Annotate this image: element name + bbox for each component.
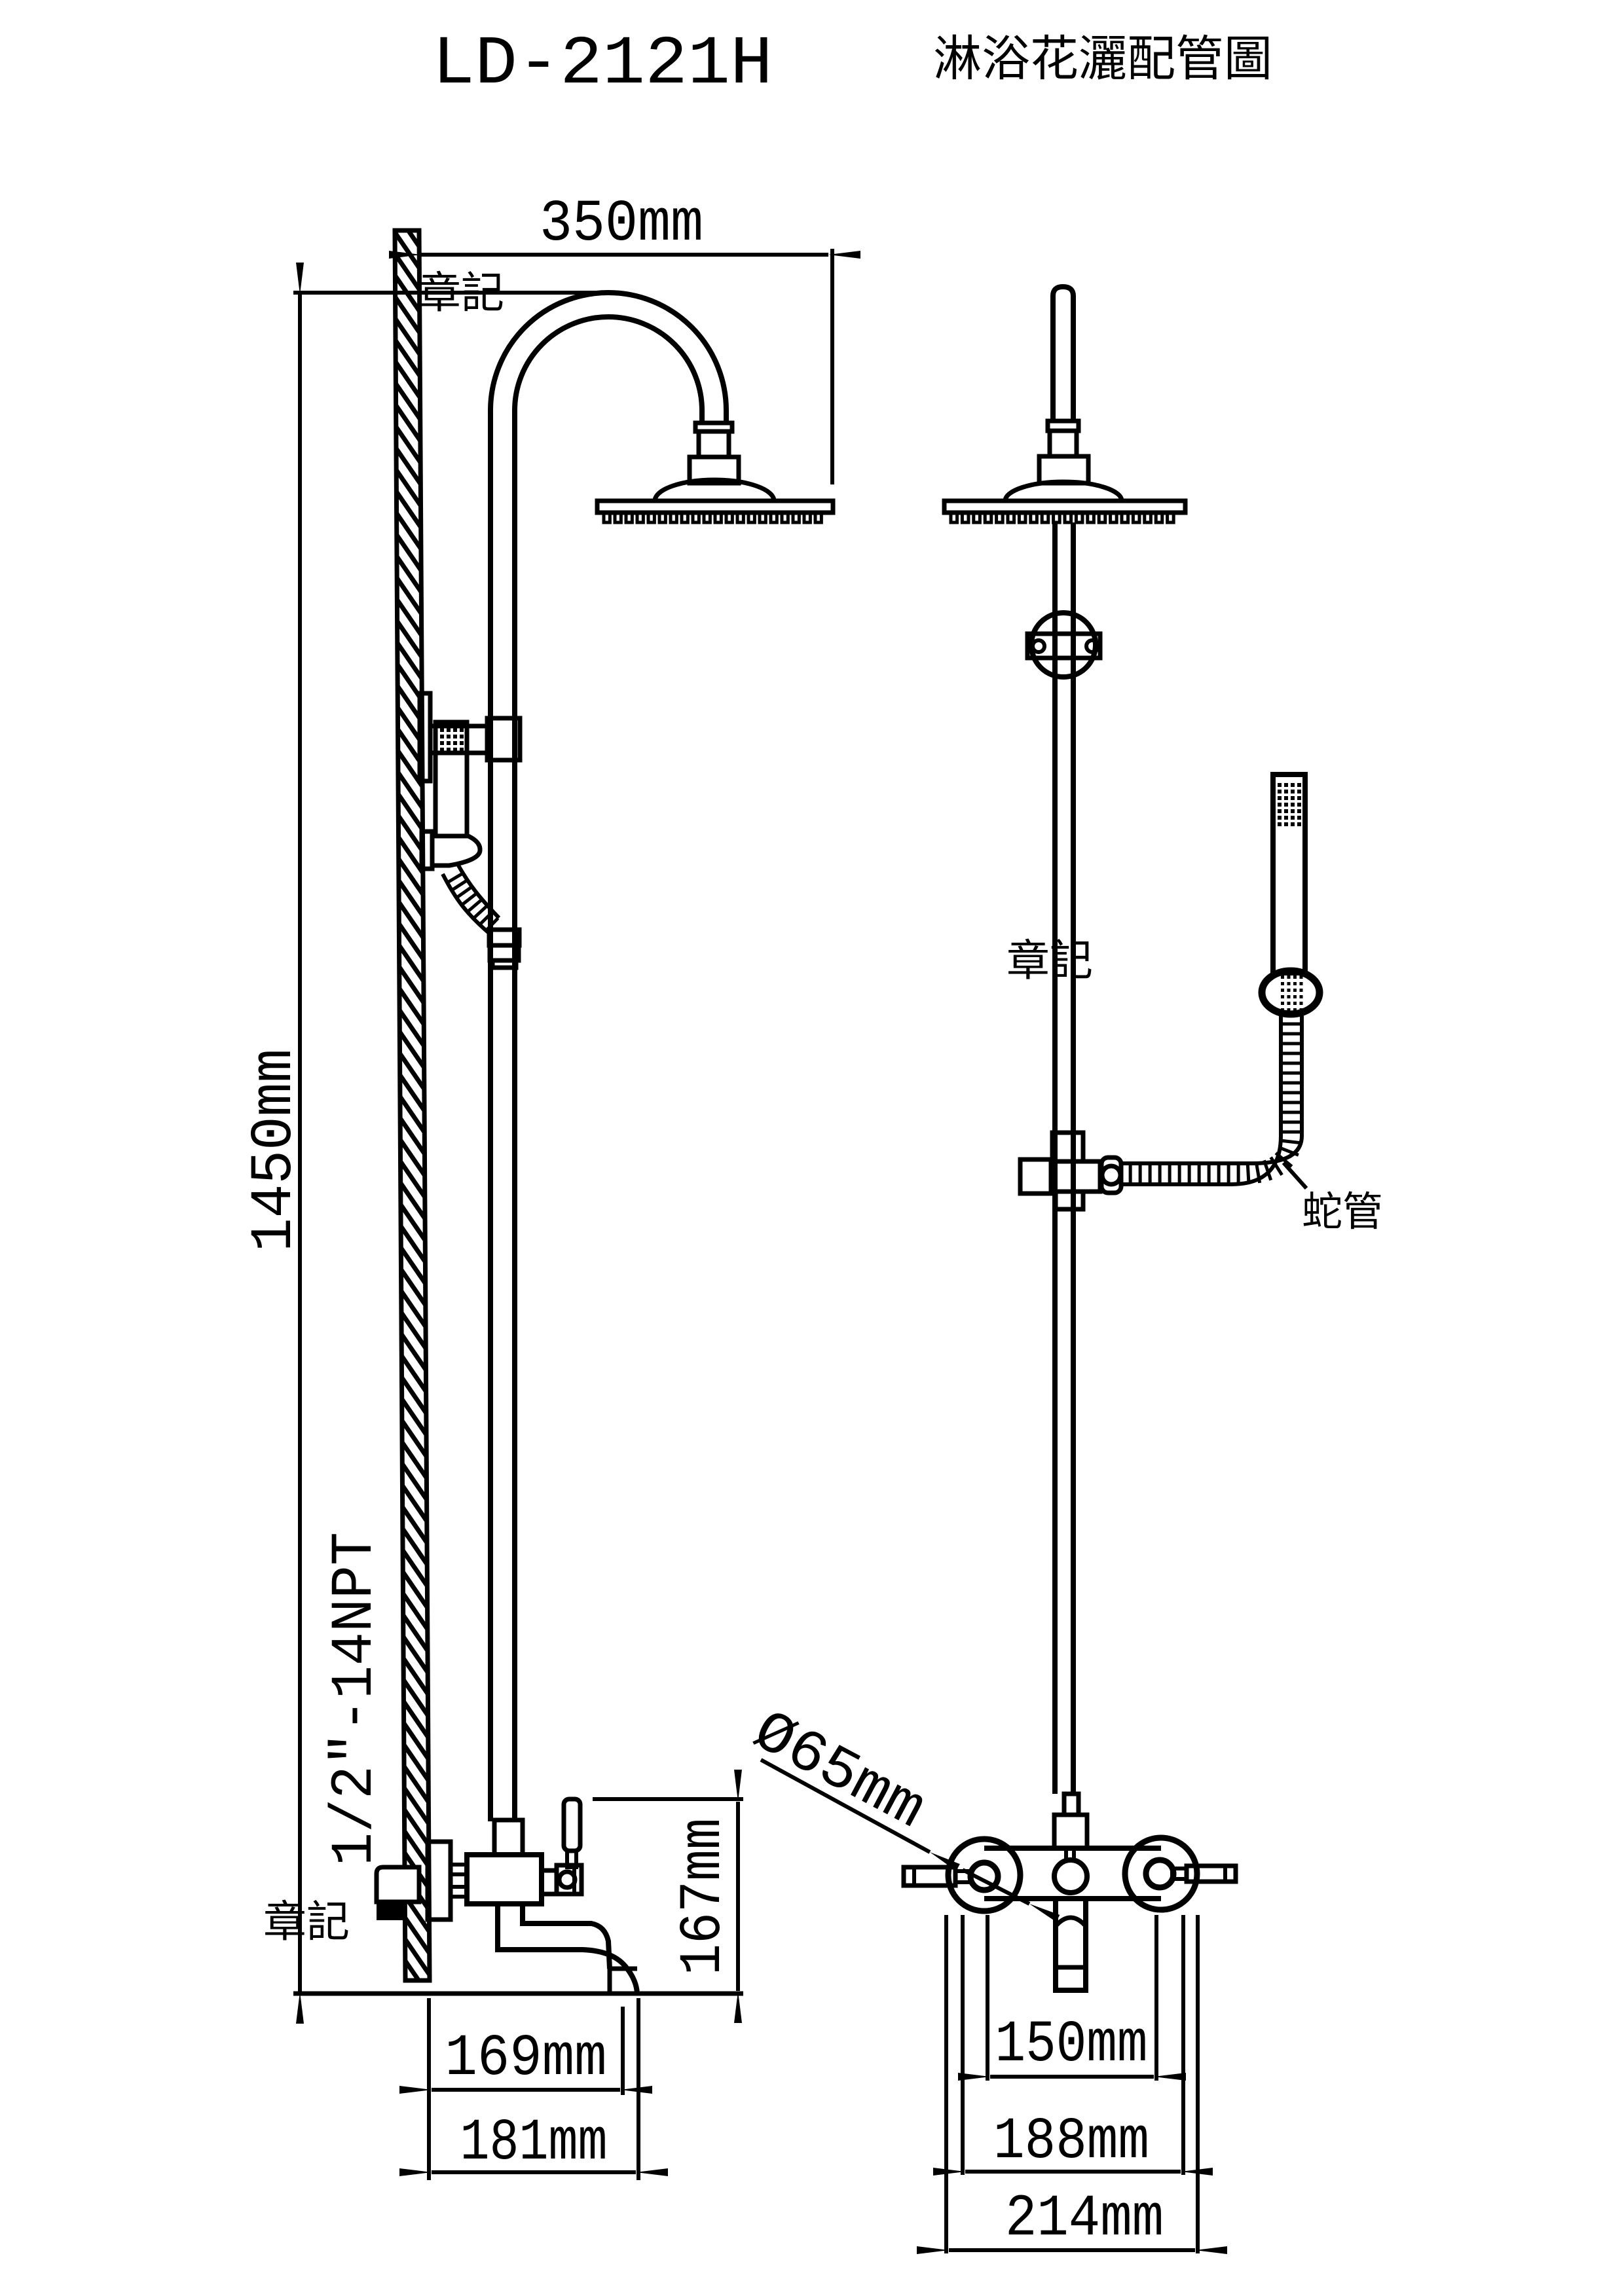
riser-connector xyxy=(492,1817,525,1857)
diverter-knob xyxy=(557,1869,578,1890)
valve-front xyxy=(901,1791,1238,1993)
hose-front-inner xyxy=(1121,1014,1304,1165)
hand-shower-wand xyxy=(433,720,470,839)
head-cone xyxy=(687,454,741,486)
hose-side-segments xyxy=(447,872,500,932)
flexible-hose-front xyxy=(1099,1014,1304,1195)
stamp-label-right: 章記 xyxy=(1006,936,1093,986)
holder-ring xyxy=(1258,967,1323,1018)
hose-label-leader xyxy=(1282,1161,1308,1190)
dim-text-188: 188mm xyxy=(993,2109,1149,2176)
tub-spout-inner xyxy=(520,1904,612,1969)
dim-text-1450: 1450mm xyxy=(242,1049,308,1252)
dia65-leader-2 xyxy=(961,1868,1060,1922)
hose-nut-hole xyxy=(1099,1163,1123,1187)
supply-nipple-top xyxy=(449,1863,469,1876)
center-cap xyxy=(1052,1857,1090,1895)
supply-nipple-bottom xyxy=(449,1885,469,1899)
gooseneck-arm-inner xyxy=(512,314,705,424)
hand-shower-front xyxy=(1258,772,1323,1018)
dim-text-350: 350mm xyxy=(540,191,703,258)
right-escutcheon-hub xyxy=(1143,1857,1177,1891)
hose-side-edge1 xyxy=(456,864,501,920)
pipe-wall-bracket xyxy=(417,691,523,784)
dim-text-65: Ø65mm xyxy=(742,1699,935,1844)
hose-front-outer xyxy=(1121,1014,1283,1186)
spout-front xyxy=(1053,1896,1088,1993)
hose-texture-dots xyxy=(1281,975,1303,1011)
left-side-view: 1450mm 350mm 章記 xyxy=(242,191,860,2180)
hand-shower-side xyxy=(419,720,501,937)
dim-text-167: 167mm xyxy=(671,1818,737,1975)
wall-flange-side xyxy=(425,1839,453,1922)
head-nozzles-front xyxy=(949,513,1175,524)
hand-shower-face-dots xyxy=(440,728,464,752)
dia65-leader-1 xyxy=(760,1758,960,1871)
diverter-housing xyxy=(554,1863,584,1897)
head-nozzles xyxy=(602,513,823,524)
gooseneck-arm-outer xyxy=(488,290,729,424)
dim-text-214: 214mm xyxy=(1005,2186,1164,2253)
head-plate xyxy=(595,498,836,515)
spout-front-curve xyxy=(1054,1915,1088,1928)
diverter-lever xyxy=(561,1796,583,1853)
wall-hatching xyxy=(395,230,430,1980)
head-neck xyxy=(696,429,731,460)
page-title-model: LD-2121H xyxy=(432,26,773,103)
wall-flange-front xyxy=(1025,610,1103,680)
right-handle-stub xyxy=(1170,1867,1189,1881)
dim-text-169: 169mm xyxy=(445,2026,607,2092)
right-escutcheon xyxy=(1122,1834,1200,1913)
hand-shower-holder xyxy=(432,833,483,868)
shower-head-side xyxy=(595,420,836,524)
thread-spec-label: 1/2"-14NPT xyxy=(322,1532,389,1866)
supply-elbow xyxy=(374,1865,422,1904)
wall-section xyxy=(392,228,432,1983)
dim-text-181: 181mm xyxy=(460,2110,608,2177)
valve-body-side xyxy=(464,1852,544,1906)
hose-coupling xyxy=(487,927,522,970)
page-title-subtitle: 淋浴花灑配管圖 xyxy=(933,31,1272,87)
hand-shower-face-dots-front xyxy=(1278,783,1301,826)
stamp-label-top: 章記 xyxy=(418,268,504,318)
hose-side-edge2 xyxy=(441,873,492,937)
right-front-view: 章記 蛇管 xyxy=(742,283,1383,2254)
left-escutcheon xyxy=(945,1836,1024,1914)
stamp-label-bottom: 章記 xyxy=(263,1897,350,1947)
tee-fitting xyxy=(1018,1130,1103,1212)
tub-spout-outer xyxy=(495,1904,640,1994)
supply-elbow-end xyxy=(377,1902,403,1920)
valve-side xyxy=(374,1796,640,1994)
shower-head-front xyxy=(942,418,1188,524)
top-supply-pipe xyxy=(1050,283,1076,421)
hose-label: 蛇管 xyxy=(1302,1188,1383,1235)
hose-front-segments xyxy=(1128,1022,1302,1184)
dim-text-150: 150mm xyxy=(995,2012,1148,2079)
holder-wall-plate xyxy=(419,829,435,871)
head-dome xyxy=(652,477,777,501)
